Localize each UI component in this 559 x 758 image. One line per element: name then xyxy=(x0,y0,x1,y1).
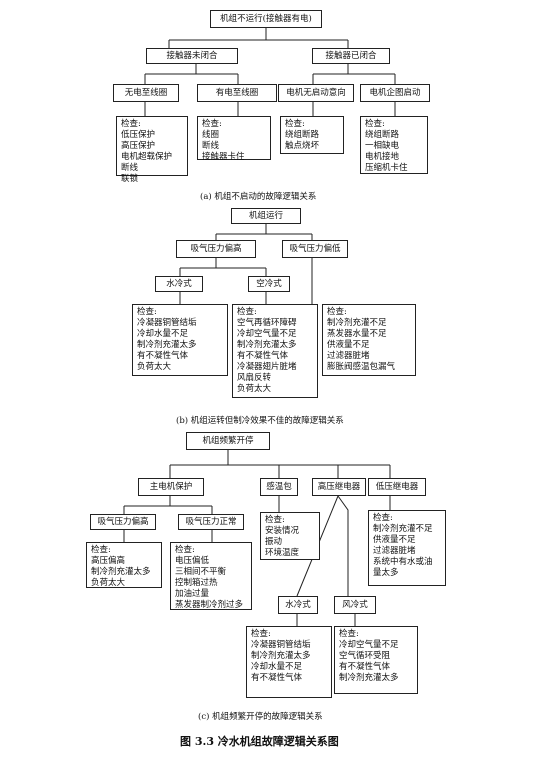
a-root: 机组不运行(接触器有电) xyxy=(210,10,322,28)
c-caption: (c) 机组频繁开停的故障逻辑关系 xyxy=(198,712,323,722)
b-check-2: 检查:空气再循环障碍冷却空气量不足制冷剂充灌太多有不凝性气体冷凝器翅片脏堵风扇反… xyxy=(232,304,318,398)
a-l3-has-power: 有电至线圈 xyxy=(197,84,277,102)
a-check-4: 检查:绕组断路一相缺电电机接地压缩机卡住 xyxy=(360,116,428,174)
c-l3-suction-high: 吸气压力偏高 xyxy=(90,514,156,530)
b-check-1: 检查:冷凝器铜管结垢冷却水量不足制冷剂充灌太多有不凝性气体负荷太大 xyxy=(132,304,228,376)
c-check-2: 检查:电压偏低三相间不平衡控制箱过热加油过量蒸发器制冷剂过多 xyxy=(170,542,252,610)
c-check-1: 检查:高压偏高制冷剂充灌太多负荷太大 xyxy=(86,542,162,588)
c-check-3: 检查:安装情况振动环境温度 xyxy=(260,512,320,560)
b-l2-suction-high: 吸气压力偏高 xyxy=(176,240,256,258)
a-l2-contactor-open: 接触器未闭合 xyxy=(146,48,238,64)
a-check-2: 检查:线圈断线接触器卡住 xyxy=(197,116,271,162)
c-l2-motor-protection: 主电机保护 xyxy=(138,478,204,496)
c-l3-suction-normal: 吸气压力正常 xyxy=(178,514,244,530)
b-check-3: 检查:制冷剂充灌不足蒸发器水量不足供液量不足过滤器脏堵膨胀阀感温包漏气 xyxy=(322,304,416,376)
b-l3-water-cooled: 水冷式 xyxy=(155,276,203,292)
c-root: 机组频繁开停 xyxy=(186,432,270,450)
a-l2-contactor-closed: 接触器已闭合 xyxy=(312,48,390,64)
figure-title: 图 3.3 冷水机组故障逻辑关系图 xyxy=(180,735,339,748)
a-l3-motor-no-start: 电机无启动意向 xyxy=(278,84,354,102)
c-check-5: 检查:冷凝器铜管结垢制冷剂充灌太多冷却水量不足有不凝性气体 xyxy=(246,626,332,698)
a-l3-motor-try-start: 电机企图启动 xyxy=(360,84,430,102)
a-check-1: 检查:低压保护高压保护电机超载保护断线联锁 xyxy=(116,116,188,184)
a-l3-no-power: 无电至线圈 xyxy=(113,84,179,102)
b-l2-suction-low: 吸气压力偏低 xyxy=(282,240,348,258)
c-l2-low-pressure-relay: 低压继电器 xyxy=(368,478,426,496)
c-l2-thermal-bulb: 感温包 xyxy=(260,478,298,496)
c-l4-water-cooled: 水冷式 xyxy=(278,596,318,614)
b-caption: (b) 机组运转但制冷效果不佳的故障逻辑关系 xyxy=(176,416,344,426)
c-l4-air-cooled: 风冷式 xyxy=(334,596,376,614)
c-l2-high-pressure-relay: 高压继电器 xyxy=(312,478,366,496)
c-check-4: 检查:制冷剂充灌不足供液量不足过滤器脏堵系统中有水或油量太多 xyxy=(368,510,446,586)
a-caption: (a) 机组不启动的故障逻辑关系 xyxy=(200,192,317,202)
b-l3-air-cooled: 空冷式 xyxy=(248,276,290,292)
c-check-6: 检查:冷却空气量不足空气循环受阻有不凝性气体制冷剂充灌太多 xyxy=(334,626,418,694)
b-root: 机组运行 xyxy=(231,208,301,224)
a-check-3: 检查:绕组断路触点烧坏 xyxy=(280,116,344,154)
